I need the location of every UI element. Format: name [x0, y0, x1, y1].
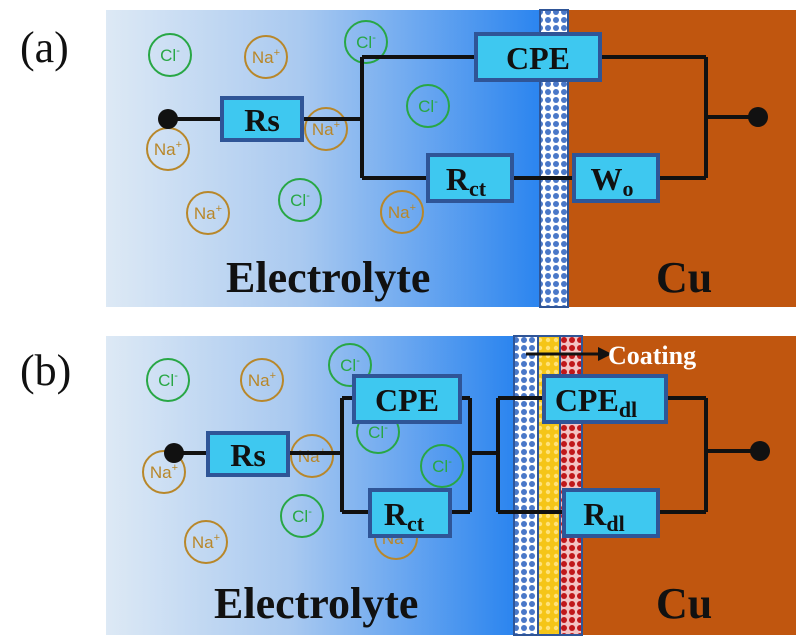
circuit-wires-a	[168, 55, 758, 180]
svg-text:Na+: Na+	[388, 202, 416, 222]
resistor-rct-a: Rct	[426, 153, 514, 203]
panel-a: (a) Cl- Na+ Cl- Na+ Cl- Na+	[20, 9, 796, 308]
panel-a-label: (a)	[20, 23, 69, 72]
cpe-b: CPE	[352, 374, 462, 424]
svg-text:Cl-: Cl-	[160, 45, 180, 65]
terminal-node-left-a	[158, 109, 178, 129]
circuit-wires-b	[174, 396, 760, 514]
resistor-rct-b: Rct	[368, 488, 452, 538]
ion-na: Na+	[380, 190, 424, 234]
svg-text:Rct: Rct	[384, 496, 425, 536]
ion-cl: Cl-	[148, 33, 192, 77]
panel-b-label: (b)	[20, 346, 71, 395]
ion-cl: Cl-	[280, 494, 324, 538]
ion-na: Na+	[304, 107, 348, 151]
ion-cl: Cl-	[278, 178, 322, 222]
ion-cl: Cl-	[328, 343, 372, 387]
svg-text:Na+: Na+	[194, 203, 222, 223]
cpe-dl-b: CPEdl	[542, 374, 668, 424]
svg-text:Na+: Na+	[192, 532, 220, 552]
ion-na: Na+	[186, 191, 230, 235]
coating-layer-blue	[513, 335, 539, 636]
ion-na: Na+	[244, 35, 288, 79]
svg-text:Cl-: Cl-	[292, 506, 312, 526]
svg-text:Na+: Na+	[154, 139, 182, 159]
svg-text:Cl-: Cl-	[290, 190, 310, 210]
coating-arrow	[526, 347, 612, 361]
svg-text:Rdl: Rdl	[583, 496, 624, 536]
ion-cl: Cl-	[344, 20, 388, 64]
terminal-node-left-b	[164, 443, 184, 463]
svg-text:CPEdl: CPEdl	[555, 382, 637, 422]
svg-text:CPE: CPE	[375, 382, 439, 418]
copper-label-a: Cu	[656, 253, 712, 302]
svg-text:Na+: Na+	[312, 119, 340, 139]
ion-cl: Cl-	[146, 358, 190, 402]
svg-text:Rs: Rs	[244, 102, 280, 138]
svg-text:Na+: Na+	[248, 370, 276, 390]
resistor-rdl-b: Rdl	[562, 488, 660, 538]
resistor-rs-a: Rs	[220, 96, 304, 142]
svg-text:Rs: Rs	[230, 437, 266, 473]
terminal-node-right-a	[748, 107, 768, 127]
svg-text:Na+: Na+	[150, 462, 178, 482]
resistor-rs-b: Rs	[206, 431, 290, 477]
panel-b: (b) Cl- Na+ Cl- Cl- Na+ Na+	[20, 335, 796, 636]
svg-text:Wo: Wo	[591, 161, 634, 201]
ion-na: Na+	[240, 358, 284, 402]
svg-text:Cl-: Cl-	[368, 422, 388, 442]
svg-text:Cl-: Cl-	[418, 96, 438, 116]
ion-cl: Cl-	[406, 84, 450, 128]
ion-cl: Cl-	[420, 444, 464, 488]
cpe-a: CPE	[474, 32, 602, 82]
warburg-wo-a: Wo	[572, 153, 660, 203]
copper-label-b: Cu	[656, 579, 712, 628]
ion-na: Na+	[184, 520, 228, 564]
coating-label: Coating	[608, 341, 696, 370]
electrolyte-label-a: Electrolyte	[226, 253, 430, 302]
svg-text:CPE: CPE	[506, 40, 570, 76]
terminal-node-right-b	[750, 441, 770, 461]
svg-text:Na+: Na+	[252, 47, 280, 67]
svg-text:Cl-: Cl-	[432, 456, 452, 476]
ion-na: Na+	[142, 450, 186, 494]
svg-text:Cl-: Cl-	[356, 32, 376, 52]
electrolyte-label-b: Electrolyte	[214, 579, 418, 628]
ion-na: Na+	[146, 127, 190, 171]
svg-text:Cl-: Cl-	[158, 370, 178, 390]
svg-text:Rct: Rct	[446, 161, 487, 201]
svg-text:Cl-: Cl-	[340, 355, 360, 375]
